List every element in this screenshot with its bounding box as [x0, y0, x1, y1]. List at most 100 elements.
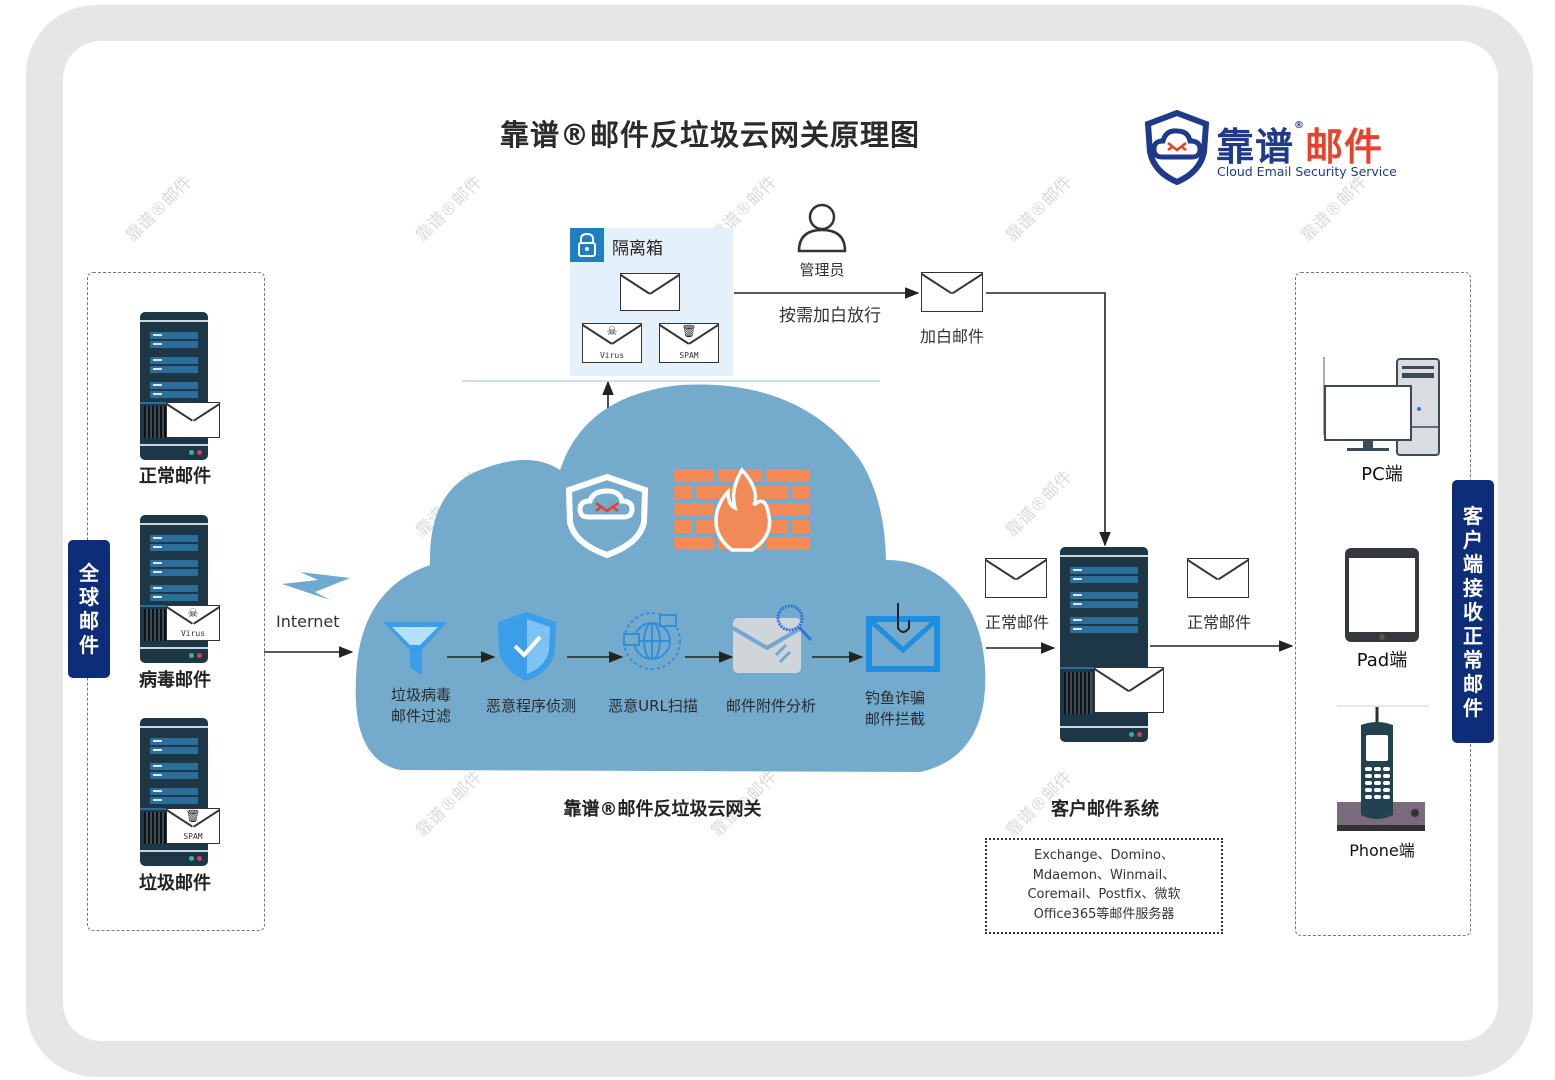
supported-servers-box: Exchange、Domino、 Mdaemon、Winmail、 Corema…	[985, 838, 1223, 934]
status-led	[189, 653, 194, 658]
vertical-label-char: 户	[1463, 527, 1483, 552]
vertical-label-char: 全	[79, 561, 99, 585]
brand-logo: 靠谱®邮件 Cloud Email Security Service	[1142, 110, 1397, 190]
pc-client-icon	[1323, 357, 1440, 456]
customer-mail-server	[1060, 547, 1164, 742]
page-title: 靠谱®邮件反垃圾云网关原理图	[499, 118, 920, 152]
cloud-security-shield-icon	[565, 473, 649, 559]
mail-envelope-icon: 🗑 SPAM	[166, 808, 220, 844]
server-icon: 🗑 SPAM	[140, 718, 220, 866]
status-led	[197, 653, 202, 658]
malware-detection-shield-icon	[498, 612, 556, 681]
vertical-label-char: 接	[1463, 575, 1483, 600]
vertical-label-char: 件	[1463, 695, 1483, 720]
pad-client-label: Pad端	[1356, 650, 1408, 671]
servers-line: Exchange、Domino、	[1034, 848, 1174, 863]
whitelisted-mail-label: 加白邮件	[919, 327, 984, 346]
server-drive-bays	[1070, 567, 1138, 642]
status-led	[1137, 732, 1142, 737]
admin-user-icon	[797, 203, 847, 253]
quarantined-virus-mail-icon: Virus ☠	[582, 323, 642, 363]
funnel-filter-icon	[383, 622, 447, 675]
whitelisted-mail-icon	[921, 272, 983, 312]
vertical-label-char: 端	[1463, 551, 1483, 576]
gateway-cloud	[355, 384, 986, 772]
step-label-spam-virus-filter: 垃圾病毒邮件过滤	[381, 685, 461, 727]
status-led	[197, 450, 202, 455]
status-led	[189, 450, 194, 455]
url-scan-globe-icon	[623, 612, 681, 670]
pc-client-label: PC端	[1361, 464, 1403, 485]
incoming-normal-mail-label: 正常邮件	[984, 613, 1049, 632]
status-led	[189, 856, 194, 861]
internet-label: Internet	[276, 612, 340, 631]
registered-mark: ®	[1294, 120, 1306, 131]
skull-icon: ☠	[606, 324, 618, 338]
shield-cloud-mail-icon	[1144, 110, 1210, 185]
vertical-label-char: 球	[79, 585, 99, 609]
server-drive-bays	[150, 332, 198, 407]
status-led	[1129, 732, 1134, 737]
status-led	[197, 856, 202, 861]
quarantine-box: 隔离箱 Virus ☠ SPAM 🗑	[570, 228, 733, 376]
vertical-label-char: 常	[1463, 647, 1483, 672]
vertical-label-char: 正	[1463, 623, 1483, 648]
virus-badge: Virus	[180, 629, 206, 638]
trash-icon: 🗑	[681, 324, 697, 338]
server-icon	[1060, 547, 1164, 742]
attachment-analysis-icon	[731, 604, 813, 673]
logo-brand-part1: 靠谱	[1216, 125, 1295, 169]
sender-label-spam: 垃圾邮件	[139, 873, 211, 894]
incoming-normal-mail-icon	[985, 558, 1047, 598]
arrow-whitelist-to-server	[986, 292, 1111, 547]
server-icon	[140, 312, 220, 460]
quarantined-spam-mail-icon: SPAM 🗑	[659, 323, 719, 363]
firewall-icon	[674, 467, 810, 552]
step-label-line1: 垃圾病毒	[390, 686, 451, 704]
step-label-url-scan: 恶意URL扫描	[608, 697, 698, 715]
quarantine-header: 隔离箱	[570, 228, 733, 262]
vertical-label-text: 客户端接收正常邮件	[1463, 504, 1483, 720]
step-label-malware-detection: 恶意程序侦测	[485, 697, 576, 715]
servers-line: Office365等邮件服务器	[1033, 906, 1175, 922]
gateway-name: 靠谱®邮件反垃圾云网关	[563, 799, 762, 820]
step-label-phishing-block: 钓鱼诈骗邮件拦截	[855, 688, 935, 730]
sender-server-virus: ☠ Virus	[140, 515, 220, 663]
quarantined-mail-icon	[620, 273, 680, 311]
vertical-label-char: 件	[79, 633, 99, 657]
servers-line: Coremail、Postfix、微软	[1027, 887, 1181, 902]
lock-icon	[570, 228, 604, 262]
outgoing-normal-mail-label: 正常邮件	[1186, 613, 1251, 632]
phone-client-icon	[1337, 705, 1429, 831]
servers-line: Mdaemon、Winmail、	[1032, 867, 1176, 883]
server-drive-bays	[150, 738, 198, 813]
spam-badge: SPAM	[183, 832, 203, 841]
phone-client-label: Phone端	[1349, 841, 1415, 860]
client-side-label: 客户端接收正常邮件	[1452, 480, 1494, 743]
phishing-hook-mail-icon	[866, 603, 940, 672]
outgoing-normal-mail-icon	[1187, 558, 1249, 598]
pad-client-icon	[1345, 548, 1419, 642]
mail-envelope-icon: ☠ Virus	[166, 605, 220, 641]
step-label-line2: 邮件拦截	[864, 710, 925, 728]
logo-wordmark: 靠谱®邮件	[1216, 116, 1383, 171]
skull-icon: ☠	[187, 606, 199, 620]
mail-envelope-icon	[166, 402, 220, 438]
vertical-label-char: 客	[1463, 503, 1483, 528]
virus-badge: Virus	[599, 351, 625, 360]
logo-tagline: Cloud Email Security Service	[1217, 164, 1397, 179]
logo-brand-part2: 邮件	[1305, 125, 1384, 169]
sender-label-normal: 正常邮件	[139, 466, 211, 487]
vertical-label-char: 邮	[1463, 671, 1483, 696]
step-label-line2: 邮件过滤	[390, 707, 451, 725]
vertical-label-text: 全球邮件	[79, 561, 99, 657]
trash-icon: 🗑	[185, 809, 201, 823]
release-action-label: 按需加白放行	[779, 306, 881, 326]
spam-badge: SPAM	[679, 351, 699, 360]
internet-lightning-icon	[282, 572, 350, 600]
vertical-label-char: 收	[1463, 599, 1483, 624]
server-drive-bays	[150, 535, 198, 610]
mail-envelope-icon	[1094, 667, 1164, 713]
admin-label: 管理员	[799, 261, 845, 279]
